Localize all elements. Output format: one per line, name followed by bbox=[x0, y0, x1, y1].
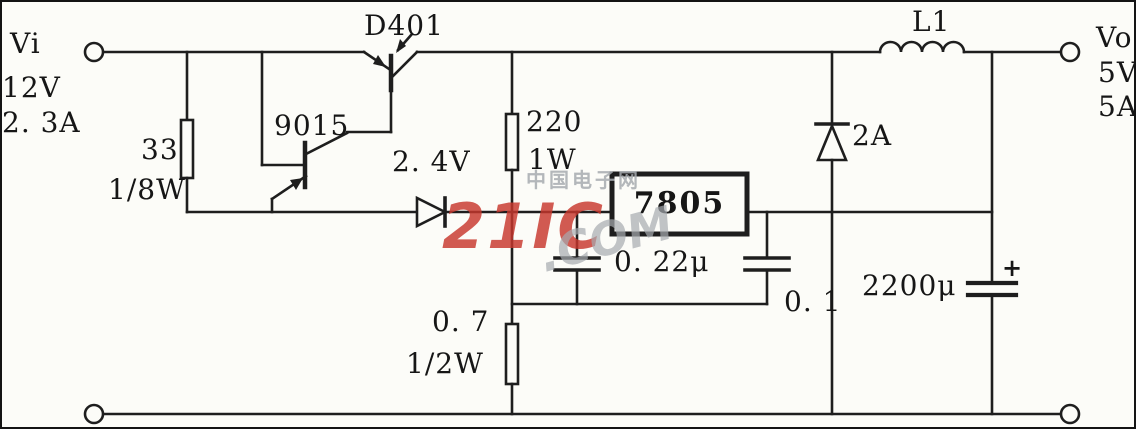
zener-2v4-symbol bbox=[415, 195, 448, 229]
capacitor-c01-value: 0. 1 bbox=[784, 285, 842, 318]
input-current-label: 2. 3A bbox=[2, 106, 81, 139]
resistor-r220-value: 220 bbox=[526, 105, 583, 138]
transistor-9015-collector bbox=[304, 131, 349, 156]
terminal-vi-top bbox=[83, 41, 105, 63]
output-current-label: 5A bbox=[1098, 90, 1136, 123]
regulator-7805-label: 7805 bbox=[633, 186, 726, 221]
terminal-vo-top bbox=[1059, 41, 1081, 63]
resistor-r07-symbol bbox=[504, 322, 520, 386]
output-voltage-label: 5V bbox=[1098, 56, 1136, 89]
inductor-l1-label: L1 bbox=[912, 5, 951, 38]
capacitor-c022-value: 0. 22μ bbox=[614, 245, 710, 278]
diode-2a-symbol bbox=[816, 122, 848, 162]
input-voltage-label: 12V bbox=[2, 71, 61, 104]
d401-label-pointer-arrow bbox=[396, 39, 406, 53]
resistor-r07-power: 1/2W bbox=[406, 347, 484, 380]
transistor-d401-collector bbox=[391, 50, 419, 78]
resistor-r07-value: 0. 7 bbox=[432, 305, 490, 338]
output-terminal-label: Vo bbox=[1096, 21, 1133, 54]
resistor-r220-symbol bbox=[504, 112, 520, 172]
terminal-vo-bottom bbox=[1059, 403, 1081, 425]
resistor-r33-symbol bbox=[179, 118, 195, 180]
resistor-r33-power: 1/8W bbox=[108, 173, 186, 206]
transistor-9015-emitter-arrow bbox=[290, 178, 303, 190]
transistor-d401-emitter-arrow bbox=[373, 55, 386, 67]
resistor-r220-power: 1W bbox=[528, 143, 577, 176]
resistor-r33-value: 33 bbox=[141, 133, 179, 166]
transistor-9015-label: 9015 bbox=[274, 109, 350, 142]
terminal-vi-bottom bbox=[83, 403, 105, 425]
diode-2a-label: 2A bbox=[852, 119, 893, 152]
transistor-d401-label: D401 bbox=[364, 9, 444, 42]
input-terminal-label: Vi bbox=[10, 27, 41, 60]
inductor-l1-symbol bbox=[878, 40, 966, 54]
capacitor-c2200-value: 2200μ bbox=[862, 269, 957, 302]
zener-voltage-label: 2. 4V bbox=[392, 145, 471, 178]
capacitor-c2200-polarity: + bbox=[1002, 253, 1024, 282]
regulator-7805-box bbox=[609, 171, 750, 237]
